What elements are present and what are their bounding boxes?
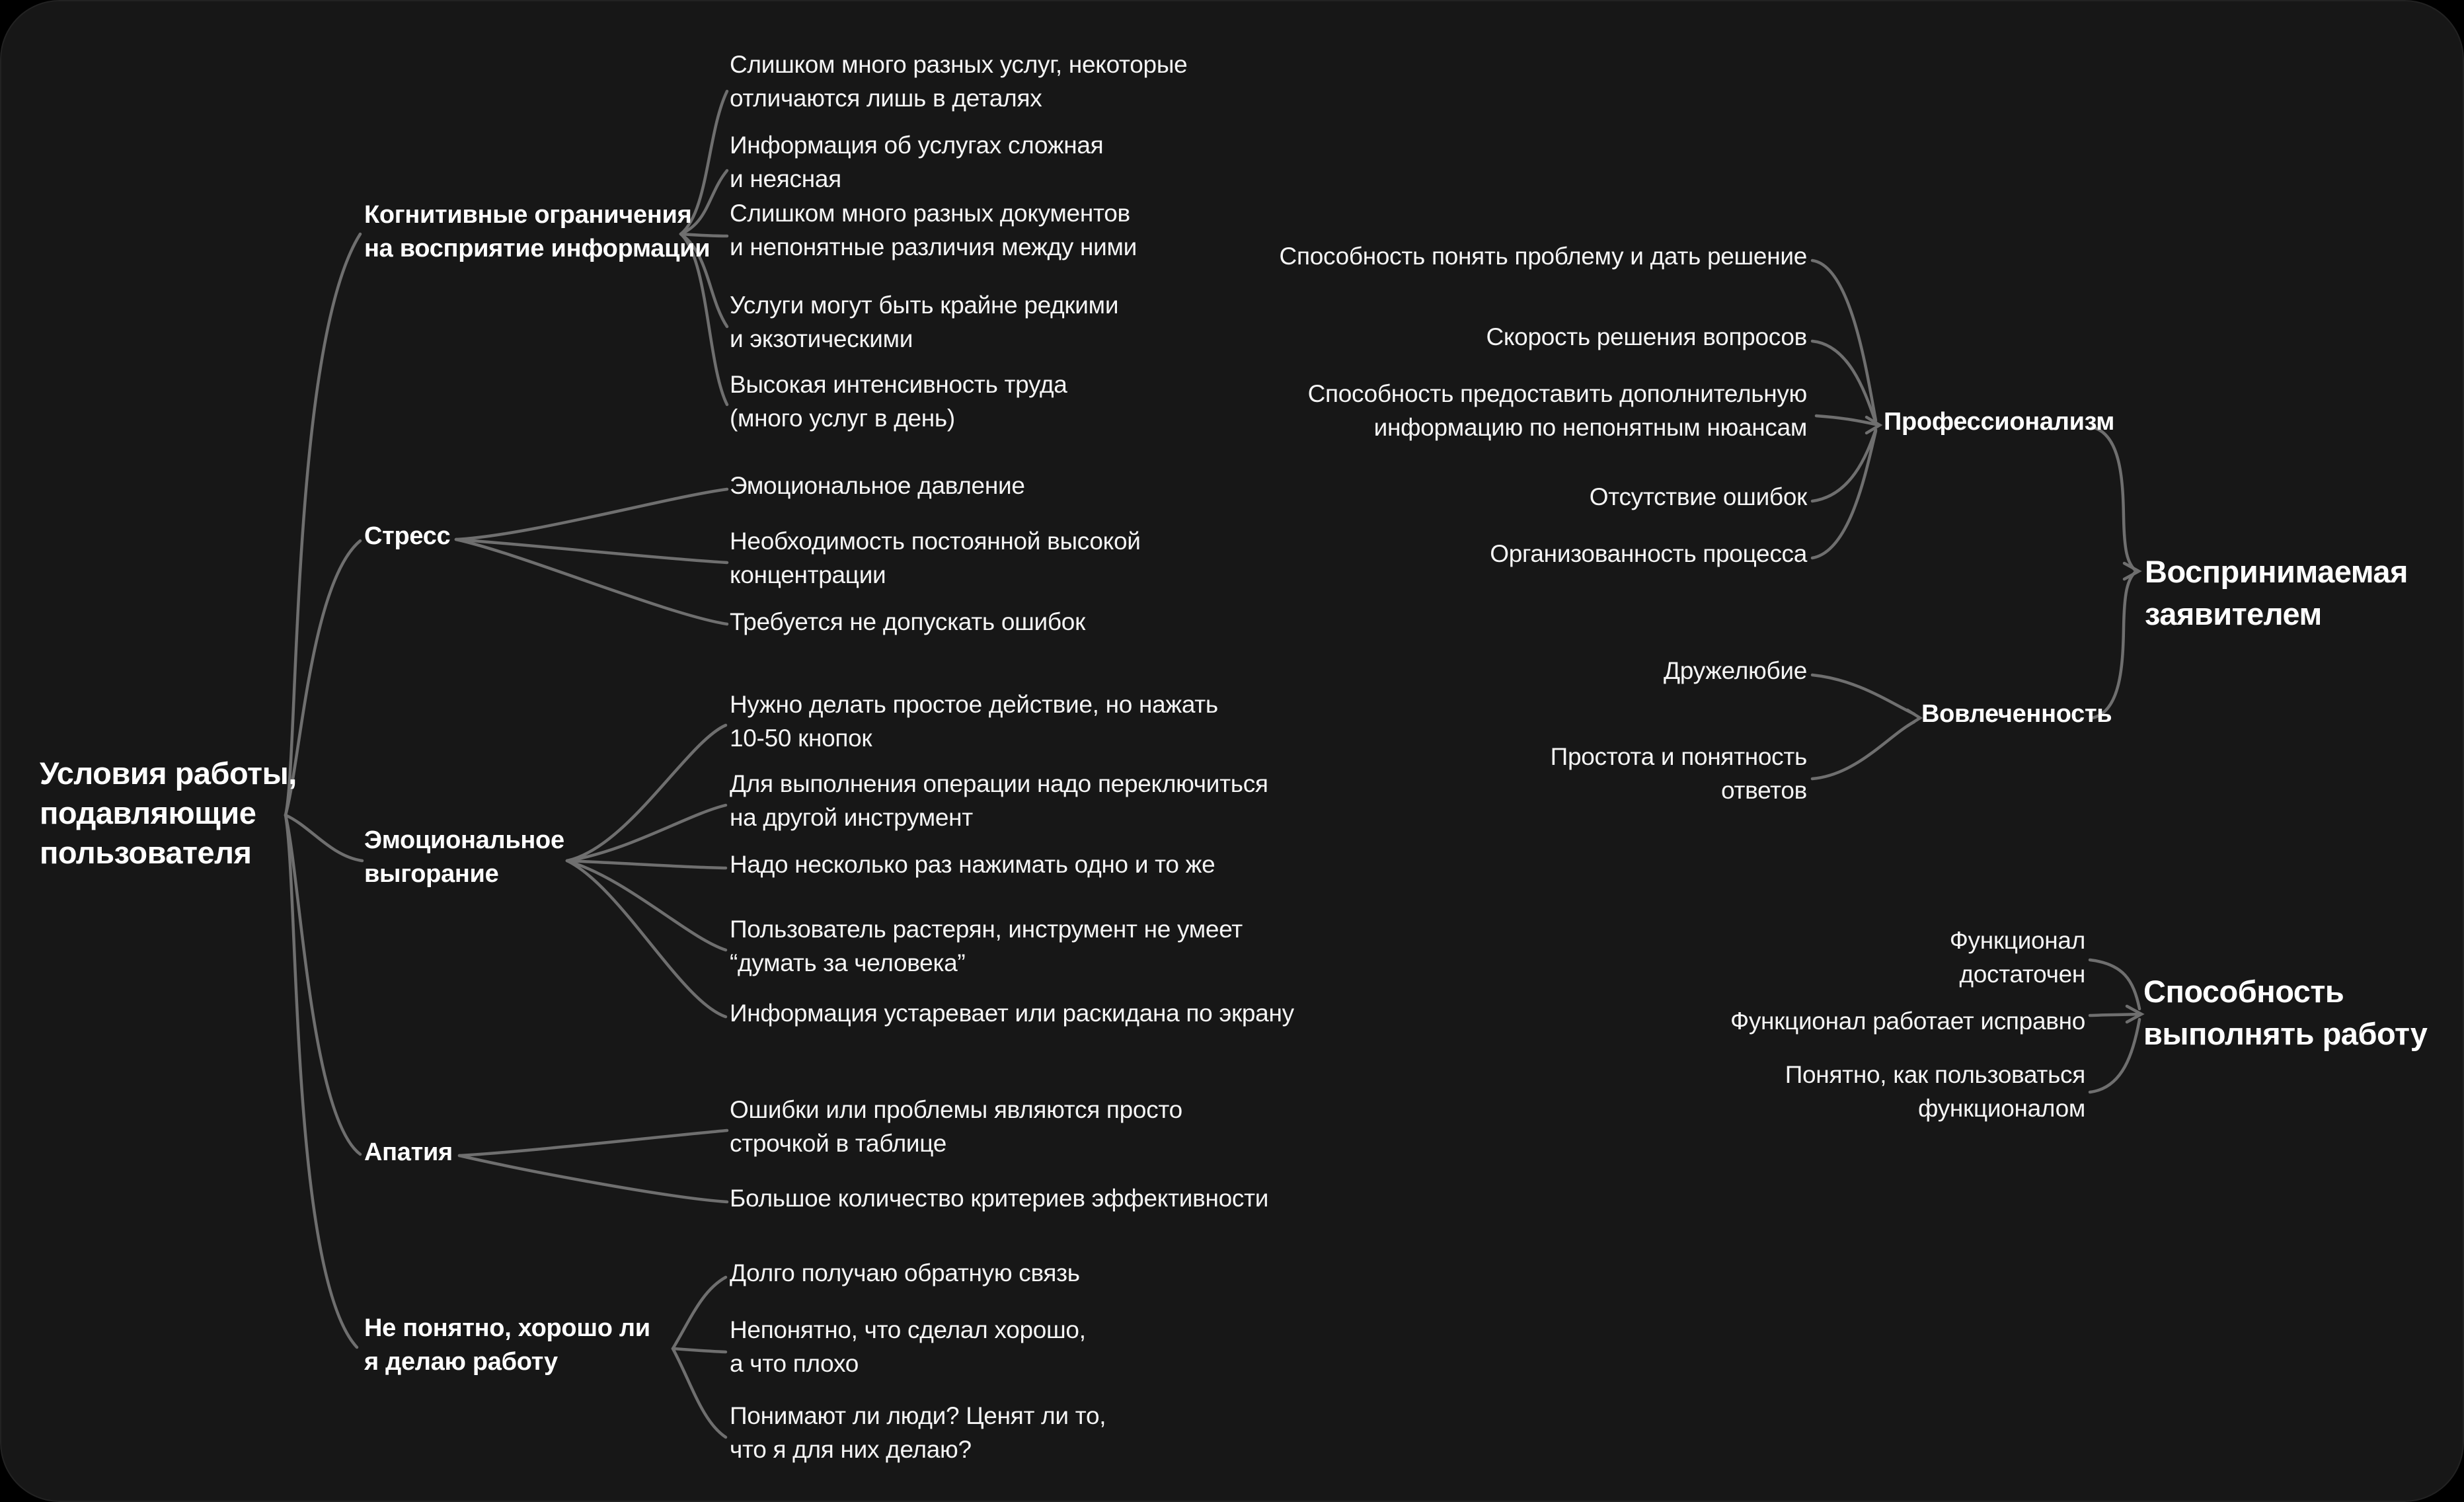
root-node-perceived-by-applicant[interactable]: Воспринимаемая заявителем — [2145, 554, 2408, 631]
leaf-node[interactable]: Нужно делать простое действие, но нажать… — [730, 691, 1218, 752]
branch-engagement[interactable]: Вовлеченность — [1921, 700, 2112, 728]
branch-cognitive-limits[interactable]: Когнитивные ограничения на восприятие ин… — [364, 201, 711, 262]
leaf-node[interactable]: Большое количество критериев эффективнос… — [730, 1185, 1269, 1212]
leaf-node[interactable]: Простота и понятность ответов — [1550, 743, 1808, 804]
leaf-node[interactable]: Способность понять проблему и дать решен… — [1279, 243, 1808, 270]
leaf-node[interactable]: Ошибки или проблемы являются просто стро… — [730, 1096, 1182, 1157]
leaf-node[interactable]: Информация об услугах сложная и неясная — [730, 132, 1104, 192]
leaf-node[interactable]: Непонятно, что сделал хорошо, а что плох… — [730, 1316, 1086, 1377]
branch-apathy[interactable]: Апатия — [364, 1138, 453, 1166]
leaf-node[interactable]: Дружелюбие — [1663, 657, 1807, 684]
leaf-node[interactable]: Информация устаревает или раскидана по э… — [730, 1000, 1294, 1027]
leaf-node[interactable]: Слишком много разных документов и непоня… — [730, 200, 1137, 260]
branch-professionalism[interactable]: Профессионализм — [1884, 408, 2115, 436]
leaf-node[interactable]: Эмоциональное давление — [730, 472, 1025, 499]
leaf-node[interactable]: Для выполнения операции надо переключить… — [730, 770, 1268, 831]
leaf-node[interactable]: Надо несколько раз нажимать одно и то же — [730, 851, 1215, 878]
leaf-node[interactable]: Способность предоставить дополнительную … — [1307, 380, 1808, 441]
leaf-node[interactable]: Скорость решения вопросов — [1486, 323, 1807, 350]
leaf-node[interactable]: Услуги могут быть крайне редкими и экзот… — [730, 292, 1119, 352]
root-node-ability-to-work[interactable]: Способность выполнять работу — [2143, 974, 2428, 1051]
branch-burnout[interactable]: Эмоциональное выгорание — [364, 826, 564, 888]
branch-unclear-work[interactable]: Не понятно, хорошо ли я делаю работу — [364, 1314, 650, 1376]
leaf-node[interactable]: Функционал достаточен — [1949, 927, 2086, 988]
leaf-node[interactable]: Высокая интенсивность труда (много услуг… — [730, 371, 1067, 432]
leaf-node[interactable]: Отсутствие ошибок — [1589, 483, 1808, 510]
leaf-node[interactable]: Необходимость постоянной высокой концент… — [730, 528, 1141, 588]
leaf-node[interactable]: Пользователь растерян, инструмент не уме… — [730, 916, 1243, 976]
leaf-node[interactable]: Понятно, как пользоваться функционалом — [1785, 1061, 2086, 1122]
leaf-node[interactable]: Долго получаю обратную связь — [730, 1259, 1080, 1286]
root-node-working-conditions[interactable]: Условия работы, подавляющие пользователя — [40, 756, 297, 870]
branch-stress[interactable]: Стресс — [364, 522, 451, 550]
leaf-node[interactable]: Слишком много разных услуг, некоторые от… — [730, 51, 1188, 112]
leaf-node[interactable]: Функционал работает исправно — [1730, 1008, 2085, 1035]
leaf-node[interactable]: Понимают ли люди? Ценят ли то, что я для… — [730, 1402, 1106, 1463]
leaf-node[interactable]: Организованность процесса — [1490, 540, 1807, 567]
leaf-node[interactable]: Требуется не допускать ошибок — [730, 608, 1085, 635]
